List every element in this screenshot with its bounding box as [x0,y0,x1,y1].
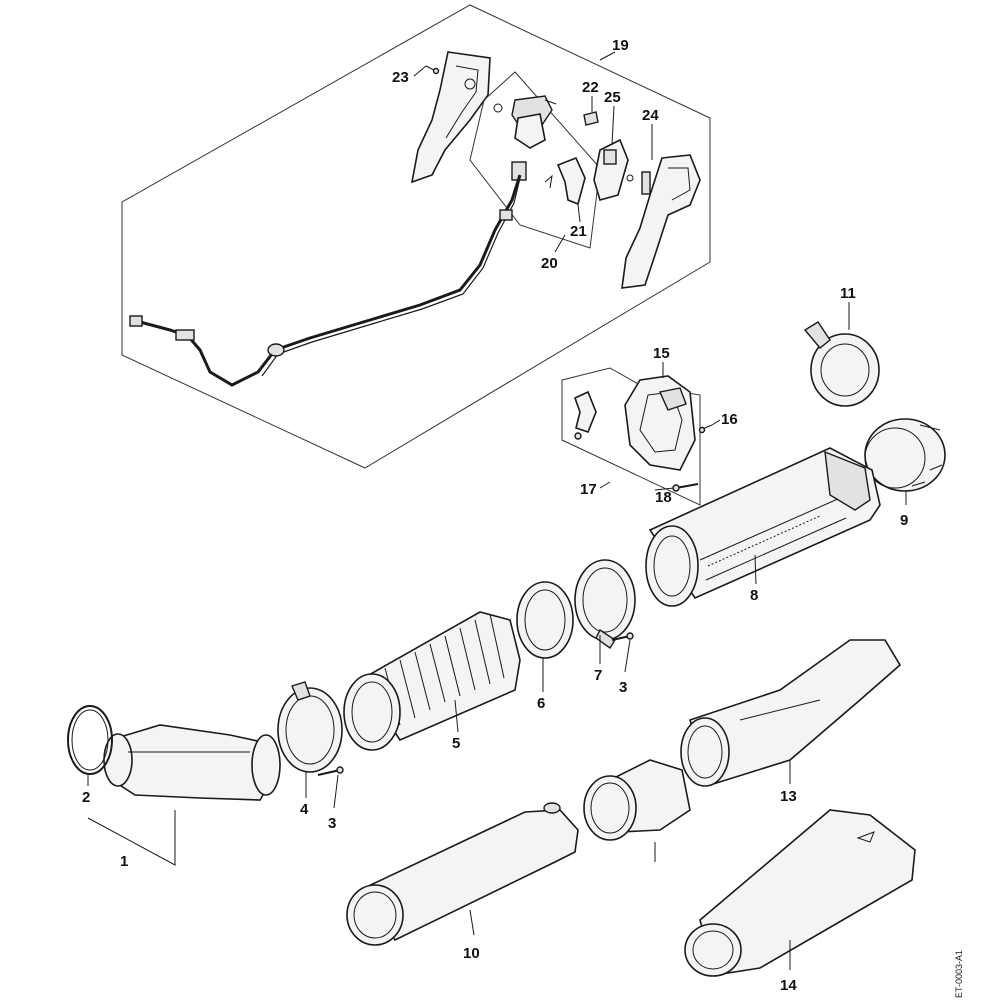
part-labels: 19 23 22 25 24 21 20 11 15 16 17 18 9 8 … [82,37,908,994]
label-3-middle: 3 [328,815,336,832]
grip-housing-part-24 [621,154,701,289]
clamp-assembly-frame [561,367,701,506]
clamp-part-15 [624,375,696,471]
label-9: 9 [900,512,908,529]
handle-shell-part [410,51,491,184]
label-20: 20 [541,255,558,272]
screw-part-16 [698,424,713,434]
label-4: 4 [300,801,309,818]
switch-lever-part [493,95,557,149]
label-2: 2 [82,789,90,806]
drawing-code: ET-0003-A1 [954,950,964,998]
clamp-ring-part-7 [574,559,636,650]
screw-part-3b [317,766,344,776]
label-5: 5 [452,735,460,752]
label-15: 15 [653,345,670,362]
clip-part-22 [583,111,599,126]
adapter-part [583,759,691,841]
label-13: 13 [780,788,797,805]
label-21: 21 [570,223,587,240]
screw-part-3c [611,632,634,641]
label-16: 16 [721,411,738,428]
elbow-pipe-part-1 [103,724,281,801]
straight-tube-part-10 [346,802,579,946]
label-19: 19 [612,37,629,54]
label-6: 6 [537,695,545,712]
label-23: 23 [392,69,409,86]
switch-subassembly-frame [469,71,601,249]
o-ring-part-2 [67,705,113,775]
label-3-upper: 3 [619,679,627,696]
label-17: 17 [580,481,597,498]
bent-nozzle-part-13 [680,639,902,787]
label-10: 10 [463,945,480,962]
handle-assembly-frame [121,4,711,469]
clamp-ring-part-4 [277,681,343,773]
bellows-hose-part-5 [343,611,521,751]
trigger-part [544,156,586,206]
nut-ring-part-9 [864,418,946,492]
leader-lines [87,51,907,970]
label-22: 22 [582,79,599,96]
wiring-harness-part [129,174,522,387]
label-18: 18 [655,489,672,506]
flat-nozzle-part-14 [684,809,916,977]
label-14: 14 [780,977,797,994]
ring-part-6 [516,581,574,659]
strap-ring-part-11 [803,321,880,407]
label-8: 8 [750,587,758,604]
label-25: 25 [604,89,621,106]
screw-part-23 [425,65,440,75]
screw-part-18 [672,483,699,492]
tube-part-8 [645,447,881,607]
label-7: 7 [594,667,602,684]
switch-module-part-25 [593,138,634,201]
lever-part-17 [574,390,597,440]
label-11: 11 [840,285,856,302]
label-24: 24 [642,107,659,124]
label-1: 1 [120,853,128,870]
